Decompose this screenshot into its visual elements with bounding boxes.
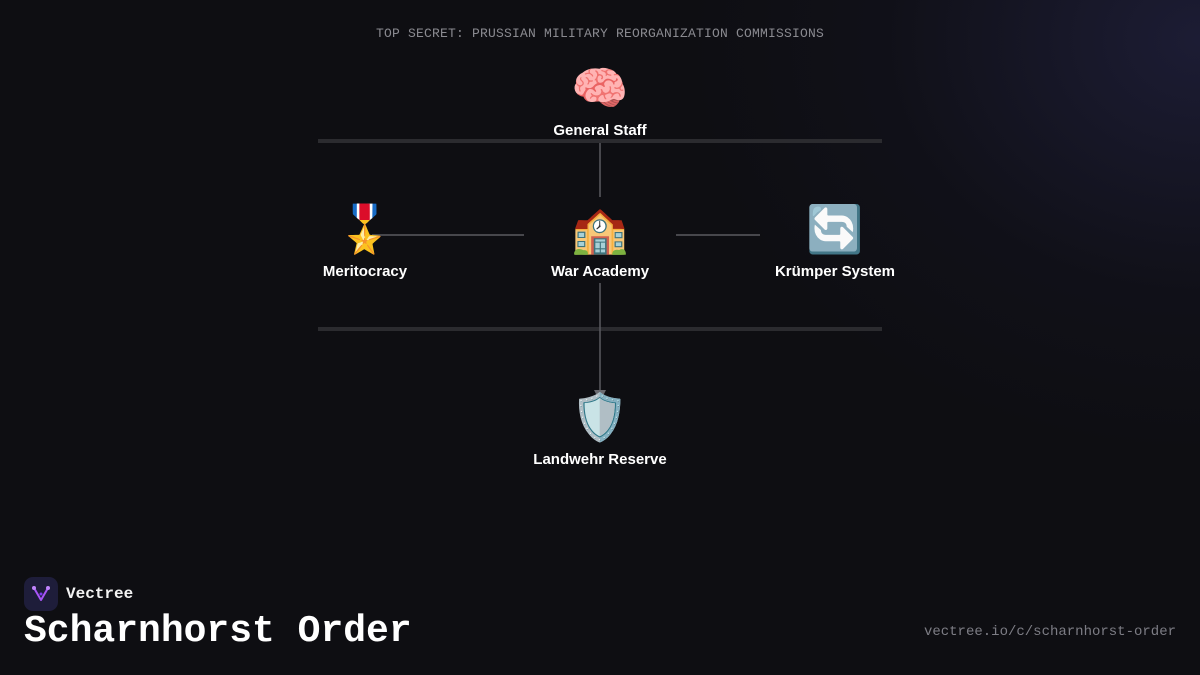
cycle-arrows-icon: 🔄 <box>806 202 864 256</box>
node-label: Meritocracy <box>322 263 408 280</box>
brand-name: Vectree <box>66 585 134 603</box>
node-label: Krümper System <box>774 263 896 280</box>
node-label: Landwehr Reserve <box>533 451 667 468</box>
school-icon: 🏫 <box>571 202 629 256</box>
node-label: General Staff <box>553 122 647 139</box>
classification-header: TOP SECRET: PRUSSIAN MILITARY REORGANIZA… <box>375 26 825 41</box>
node-war-academy[interactable]: 🏫 War Academy <box>490 201 710 280</box>
brain-icon: 🧠 <box>571 61 629 115</box>
node-general-staff[interactable]: 🧠 General Staff <box>490 60 710 139</box>
share-url-link[interactable]: vectree.io/c/scharnhorst-order <box>923 624 1176 640</box>
node-krumper-system[interactable]: 🔄 Krümper System <box>725 201 945 280</box>
brand[interactable]: Vectree <box>24 577 133 611</box>
medal-icon: 🎖️ <box>336 202 394 256</box>
node-meritocracy[interactable]: 🎖️ Meritocracy <box>255 201 475 280</box>
shield-icon: 🛡️ <box>571 390 629 444</box>
node-label: War Academy <box>550 263 650 280</box>
page-title: Scharnhorst Order <box>24 610 412 653</box>
node-landwehr-reserve[interactable]: 🛡️ Landwehr Reserve <box>490 389 710 468</box>
vectree-logo-icon <box>24 577 58 611</box>
